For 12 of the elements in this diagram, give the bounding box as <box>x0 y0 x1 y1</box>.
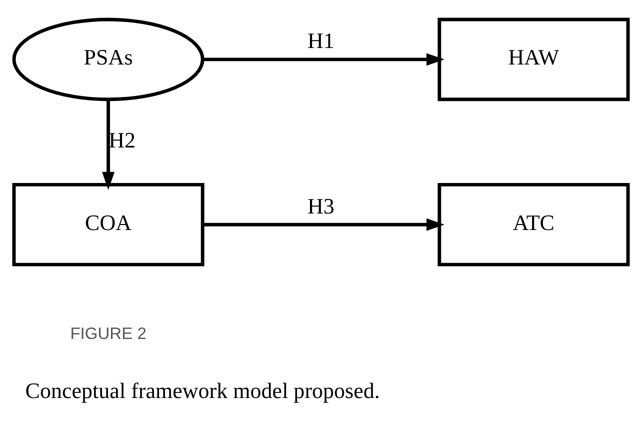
caption: Conceptual framework model proposed. <box>25 377 380 402</box>
node-ellipse: PSAs <box>12 17 204 101</box>
node-box: ATC <box>438 182 630 266</box>
node-box: HAW <box>438 17 630 101</box>
edge-label: H1 <box>308 28 334 53</box>
node-box: COA <box>12 182 204 266</box>
edge-label: H2 <box>108 126 136 152</box>
arrow <box>202 218 444 230</box>
label: FIGURE 2 <box>70 324 146 343</box>
arrow <box>202 52 444 66</box>
edge-label: H3 <box>308 192 334 218</box>
arrow <box>102 99 115 190</box>
